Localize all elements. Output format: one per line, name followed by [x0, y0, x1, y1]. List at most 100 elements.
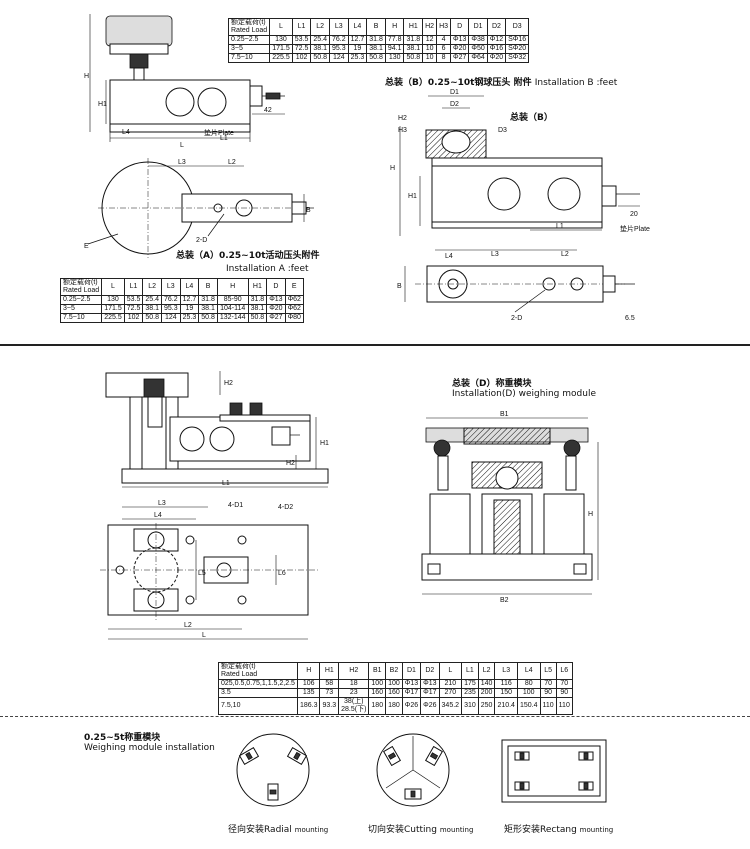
table-header-cell: L1 [291, 18, 312, 36]
table-header-cell: D3 [505, 18, 530, 36]
table-cell: 225.5 [101, 313, 125, 323]
table-header-cell: L3 [328, 18, 349, 36]
table-cell: 12.7 [179, 295, 200, 305]
table-cell: 100 [368, 679, 387, 689]
table-cell: 95.3 [160, 304, 181, 314]
dim-L1: L1 [220, 135, 228, 142]
table-cell: 80 [516, 679, 541, 689]
table-cell: 175 [461, 679, 479, 689]
table-cell: 160 [385, 688, 403, 698]
table-header-cell: E [284, 278, 304, 296]
table-cell: Φ20 [450, 44, 470, 54]
table-cell: 10 [422, 44, 438, 54]
table-header-cell: L4 [347, 18, 368, 36]
dim-B-a: B [306, 207, 311, 214]
table-cell: 50.8 [142, 313, 162, 323]
table-cell: 25.4 [142, 295, 162, 305]
table-cell: 3.5 [218, 688, 298, 698]
table-header-cell: D2 [420, 662, 440, 680]
table-header-cell: B1 [368, 662, 387, 680]
table-cell: Φ50 [468, 44, 488, 54]
dim-L1-b: L1 [556, 223, 564, 230]
table-cell: 70 [539, 679, 557, 689]
table-cell: 210.4 [494, 697, 518, 715]
table-cell: 171.5 [101, 304, 125, 314]
table-header-cell: H2 [422, 18, 438, 36]
table-cell: 250 [477, 697, 496, 715]
cutting-caption: 切向安装Cutting mounting [368, 825, 474, 835]
table-header-cell: L5 [539, 662, 557, 680]
table-cell: 38(上) 28.5(下) [338, 697, 370, 715]
table-cell: 90 [539, 688, 557, 698]
table-cell: 10 [422, 53, 438, 63]
table-header-cell: L1 [461, 662, 479, 680]
plate-label: 垫片Plate [204, 128, 234, 137]
table-cell: 72.5 [123, 304, 144, 314]
table-cell: 25.3 [347, 53, 368, 63]
table-cell: 3~5 [59, 304, 103, 314]
dim-4D1: 4-D1 [228, 502, 243, 509]
table-cell: 38.1 [403, 44, 424, 54]
table-cell: 50.8 [310, 53, 330, 63]
table-cell: 76.2 [328, 35, 349, 45]
table-cell: 38.1 [142, 304, 162, 314]
table-cell: 72.5 [291, 44, 312, 54]
table-cell: 235 [461, 688, 479, 698]
table-cell: 4 [436, 35, 452, 45]
table-cell: 0.25~2.5 [59, 295, 103, 305]
table-header-cell: H2 [338, 662, 370, 680]
table-header-cell: H3 [436, 18, 452, 36]
d-module-caption-en: Installation(D) weighing module [452, 389, 596, 399]
table-header-cell: L4 [516, 662, 541, 680]
dim-H1-c: H1 [320, 440, 329, 447]
dim-L3-b: L3 [491, 251, 499, 258]
table-cell: 19 [179, 304, 200, 314]
table-header-cell: D2 [486, 18, 507, 36]
a-side-view-drawing: H H1 L4 L L1 42 垫片Plate [84, 14, 285, 149]
cutting-mounting-diagram [376, 733, 450, 807]
table-cell: 110 [555, 697, 573, 715]
table-cell: 50.8 [403, 53, 424, 63]
dim-E: E [84, 243, 89, 250]
table-cell: 53.5 [123, 295, 144, 305]
b-install-caption: 总装（B）0.25~10t钢球压头 附件 Installation B :fee… [385, 78, 618, 88]
table-cell: SΦ16 [505, 35, 530, 45]
dim-H2-c: H2 [224, 380, 233, 387]
table-cell: 8 [436, 53, 452, 63]
dim-42: 42 [264, 107, 272, 114]
table-cell: Φ27 [266, 313, 286, 323]
dim-H-b: H [390, 165, 395, 172]
table-cell: Φ17 [420, 688, 440, 698]
table-header-cell: 额定载荷(t) Rated Load [227, 18, 271, 36]
dim-L3-c: L3 [158, 500, 166, 507]
table-header-cell: B2 [385, 662, 403, 680]
table-cell: 94.1 [384, 44, 405, 54]
dim-L-c: L [202, 632, 206, 639]
table-cell: 38.1 [198, 304, 218, 314]
dim-D3-b: D3 [498, 127, 507, 134]
table-header-cell: H1 [247, 278, 268, 296]
table-cell: 104-114 [216, 304, 249, 314]
table-header-cell: L1 [123, 278, 144, 296]
rect-caption: 矩形安装Rectang mounting [504, 825, 614, 835]
table-cell: 160 [368, 688, 387, 698]
table-cell: 95.3 [328, 44, 349, 54]
dim-L2-c: L2 [184, 622, 192, 629]
table-cell: 100 [385, 679, 403, 689]
table-cell: 53.5 [291, 35, 312, 45]
table-cell: 50.8 [366, 53, 386, 63]
table-cell: Φ26 [420, 697, 440, 715]
table-cell: Φ27 [450, 53, 470, 63]
table-cell: Φ12 [486, 35, 507, 45]
table-cell: 102 [291, 53, 312, 63]
table-header-cell: L6 [555, 662, 573, 680]
d-module-drawing: B1 B2 H [421, 411, 599, 604]
table-cell: 0.25~2.5 [227, 35, 271, 45]
table-cell: Φ62 [284, 304, 304, 314]
